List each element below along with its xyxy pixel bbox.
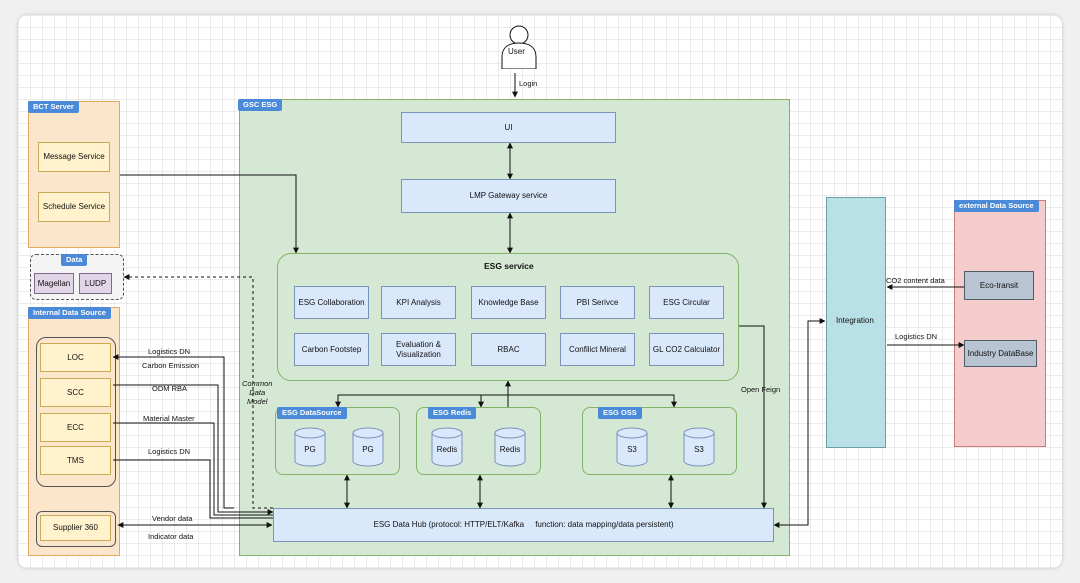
lmp-gateway-box: LMP Gateway service [401,179,616,213]
rbac-box: RBAC [471,333,546,366]
database-icon [494,427,526,467]
s3-label-1: S3 [627,445,637,454]
scc-box: SCC [40,378,111,407]
esg-data-hub-box: ESG Data Hub (protocol: HTTP/ELT/Kafka f… [273,508,774,542]
industry-database-box: Industry DataBase [964,340,1037,367]
database-icon [352,427,384,467]
s3-storage-2: S3 [683,427,715,467]
login-label: Login [519,79,538,88]
flow-label-vendor-data: Vendor data [152,514,193,523]
tms-box: TMS [40,446,111,475]
conflict-mineral-box: Confilict Mineral [560,333,635,366]
diagram-canvas: GSC ESG BCT Server Data Internal Data So… [18,15,1062,568]
evaluation-visualization-box: Evaluation & Visualization [381,333,456,366]
redis-label-1: Redis [436,445,458,454]
flow-label-logistics-dn: Logistics DN [148,347,191,356]
internal-data-source-tab: Internal Data Source [28,307,111,319]
esg-circular-box: ESG Circular [649,286,724,319]
pg-database-2: PG [352,427,384,467]
ecc-box: ECC [40,413,111,442]
ludp-box: LUDP [79,273,112,294]
supplier-360-box: Supplier 360 [40,515,111,541]
user-icon [501,25,537,69]
common-data-model-label: Common Data Model [242,379,273,406]
esg-datasource-tab: ESG DataSource [277,407,347,419]
s3-label-2: S3 [694,445,704,454]
pg-label-2: PG [362,445,374,454]
integration-label: Integration [836,316,874,325]
external-data-source-container [954,200,1046,447]
database-icon [294,427,326,467]
redis-database-1: Redis [431,427,463,467]
kpi-analysis-box: KPI Analysis [381,286,456,319]
flow-label-odm-rba: ODM RBA [152,384,188,393]
database-icon [683,427,715,467]
esg-service-title: ESG service [484,261,534,271]
eco-transit-box: Eco-transit [964,271,1034,300]
pg-database-1: PG [294,427,326,467]
user-label: User [508,47,525,56]
gl-co2-calculator-box: GL CO2 Calculator [649,333,724,366]
gsc-esg-tab: GSC ESG [238,99,283,111]
flow-label-carbon-emission: Carbon Emission [142,361,200,370]
data-tab: Data [61,254,88,266]
esg-oss-tab: ESG OSS [598,407,642,419]
ui-box: UI [401,112,616,143]
integration-block [826,197,886,448]
flow-label-material-master: Material Master [143,414,195,423]
database-icon [431,427,463,467]
pg-label-1: PG [304,445,316,454]
magellan-box: Magellan [34,273,74,294]
database-icon [616,427,648,467]
connector-lines [112,73,965,528]
bct-server-tab: BCT Server [28,101,79,113]
esg-collaboration-box: ESG Collaboration [294,286,369,319]
loc-box: LOC [40,343,111,372]
message-service-box: Message Service [38,142,110,172]
external-data-source-tab: external Data Source [954,200,1039,212]
flow-label-co2-content: CO2 content data [886,276,945,285]
redis-database-2: Redis [494,427,526,467]
carbon-footstep-box: Carbon Footstep [294,333,369,366]
pbi-service-box: PBI Serivce [560,286,635,319]
open-feign-label: Open Feign [741,385,781,394]
flow-label-logistics-dn-external: Logistics DN [895,332,938,341]
knowledge-base-box: Knowledge Base [471,286,546,319]
flow-label-logistics-dn-tms: Logistics DN [148,447,191,456]
flow-label-indicator-data: Indicator data [148,532,194,541]
bct-server-container [28,101,120,248]
schedule-service-box: Schedule Service [38,192,110,222]
esg-redis-tab: ESG Redis [428,407,477,419]
s3-storage-1: S3 [616,427,648,467]
redis-label-2: Redis [499,445,521,454]
